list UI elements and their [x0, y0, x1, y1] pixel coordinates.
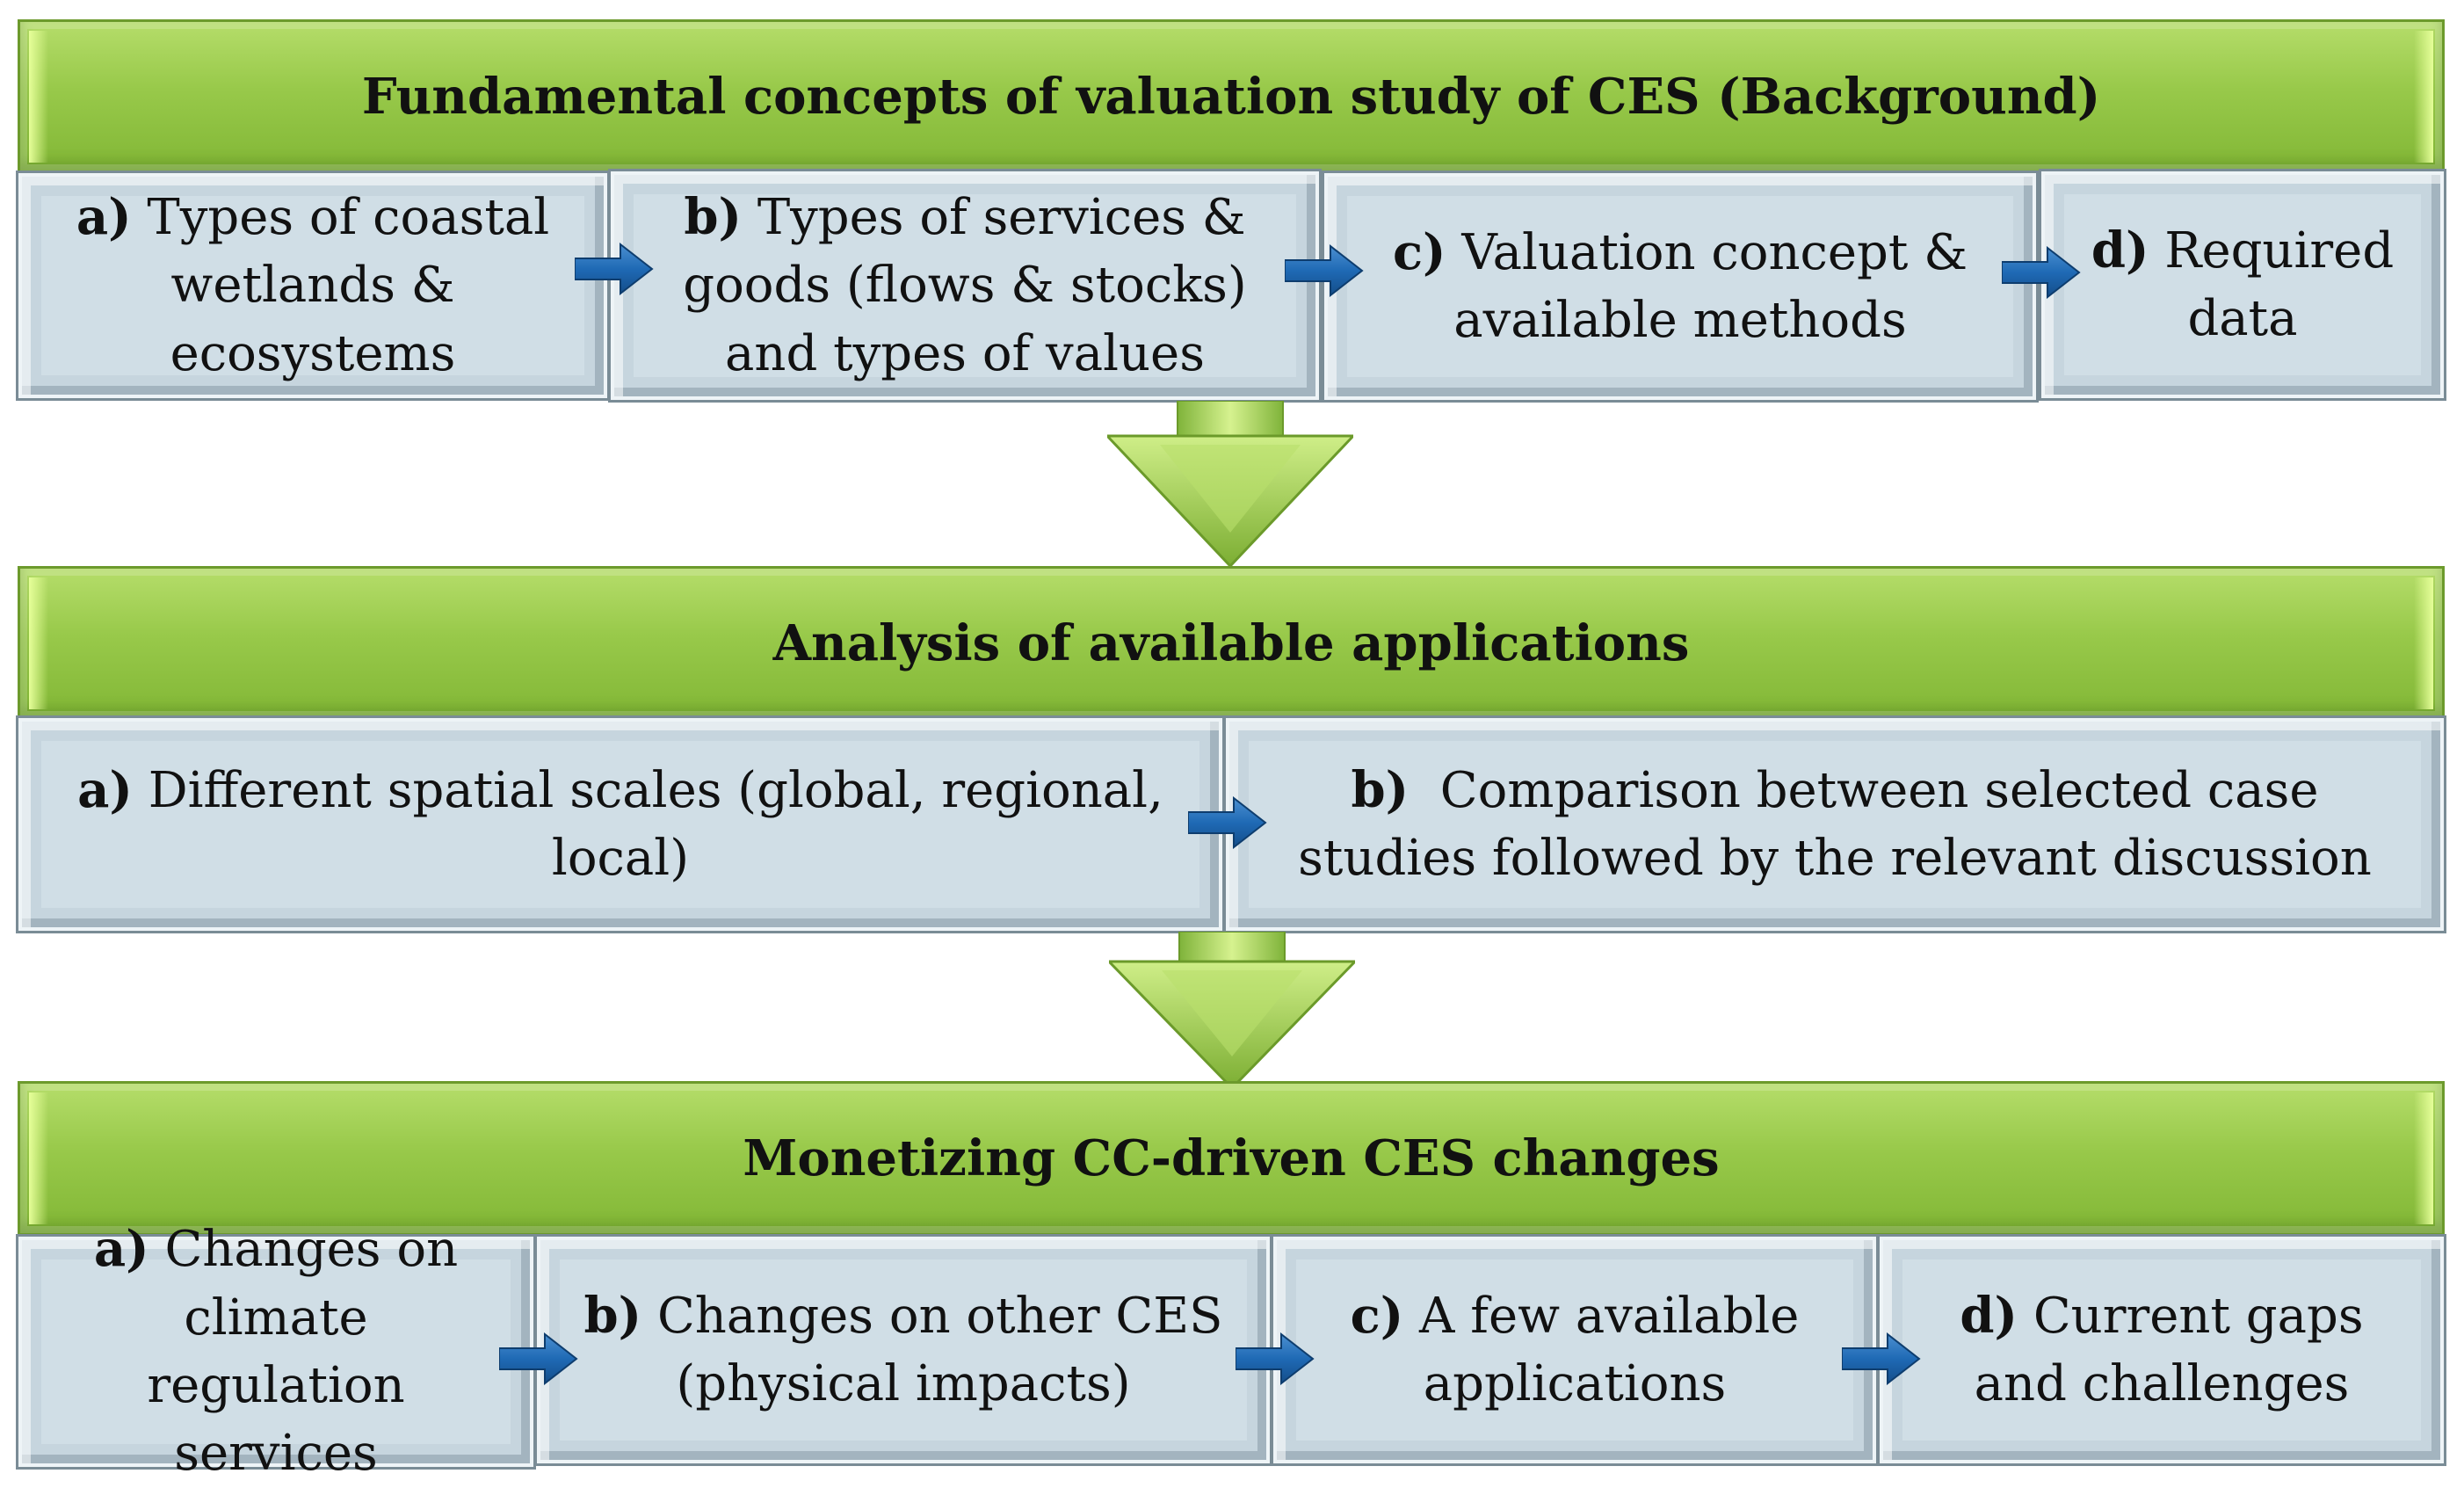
item-letter: b)	[583, 1286, 642, 1345]
section-1-item-b: b) Types of services & goods (flows & st…	[608, 169, 1322, 403]
item-text: Valuation concept & available methods	[1453, 223, 1968, 349]
section-3-item-b: b) Changes on other CES (physical impact…	[534, 1234, 1272, 1466]
arrow-down-icon	[1107, 401, 1353, 568]
section-3-item-a: a) Changes on climate regulation service…	[16, 1220, 536, 1482]
item-text: Types of coastal wetlands & ecosystems	[147, 189, 550, 382]
item-text: A few available applications	[1419, 1287, 1800, 1412]
arrow-right-icon	[1842, 1332, 1921, 1385]
section-1-title: Fundamental concepts of valuation study …	[361, 68, 2101, 126]
arrow-right-icon	[1188, 796, 1267, 849]
item-letter: d)	[2091, 221, 2149, 279]
section-2-title: Analysis of available applications	[772, 614, 1690, 672]
item-text: Changes on climate regulation services	[147, 1221, 459, 1483]
section-1-item-a: a) Types of coastal wetlands & ecosystem…	[16, 171, 610, 401]
item-letter: d)	[1960, 1286, 2018, 1345]
arrow-right-icon	[499, 1332, 578, 1385]
item-letter: a)	[77, 760, 133, 819]
section-2-item-b: b) Comparison between selected case stud…	[1223, 715, 2446, 933]
arrow-right-icon	[1285, 244, 1364, 297]
section-2-header: Analysis of available applications	[18, 566, 2445, 721]
arrow-right-icon	[575, 243, 654, 295]
item-letter: a)	[76, 188, 132, 247]
section-1-item-c: c) Valuation concept & available methods	[1322, 171, 2039, 403]
item-text: Changes on other CES (physical impacts)	[656, 1287, 1223, 1412]
item-letter: c)	[1392, 222, 1446, 281]
section-3-title: Monetizing CC-driven CES changes	[743, 1129, 1720, 1187]
section-3-item-c: c) A few available applications	[1271, 1234, 1879, 1466]
arrow-down-icon	[1109, 932, 1355, 1090]
section-2-item-a: a) Different spatial scales (global, reg…	[16, 715, 1225, 933]
item-text: Current gaps and challenges	[1974, 1287, 2364, 1412]
item-text: Comparison between selected case studies…	[1298, 761, 2372, 887]
item-letter: b)	[1351, 760, 1410, 819]
section-1-header: Fundamental concepts of valuation study …	[18, 19, 2445, 174]
item-text: Required data	[2164, 221, 2395, 347]
arrow-right-icon	[1236, 1332, 1315, 1385]
section-3-item-d: d) Current gaps and challenges	[1877, 1234, 2446, 1466]
item-text: Types of services & goods (flows & stock…	[683, 189, 1247, 382]
section-1-item-d: d) Required data	[2039, 169, 2446, 401]
item-letter: b)	[684, 188, 742, 247]
item-letter: c)	[1350, 1286, 1404, 1345]
arrow-right-icon	[2002, 246, 2081, 299]
item-letter: a)	[93, 1220, 149, 1279]
item-text: Different spatial scales (global, region…	[148, 761, 1163, 887]
section-3-header: Monetizing CC-driven CES changes	[18, 1081, 2445, 1236]
